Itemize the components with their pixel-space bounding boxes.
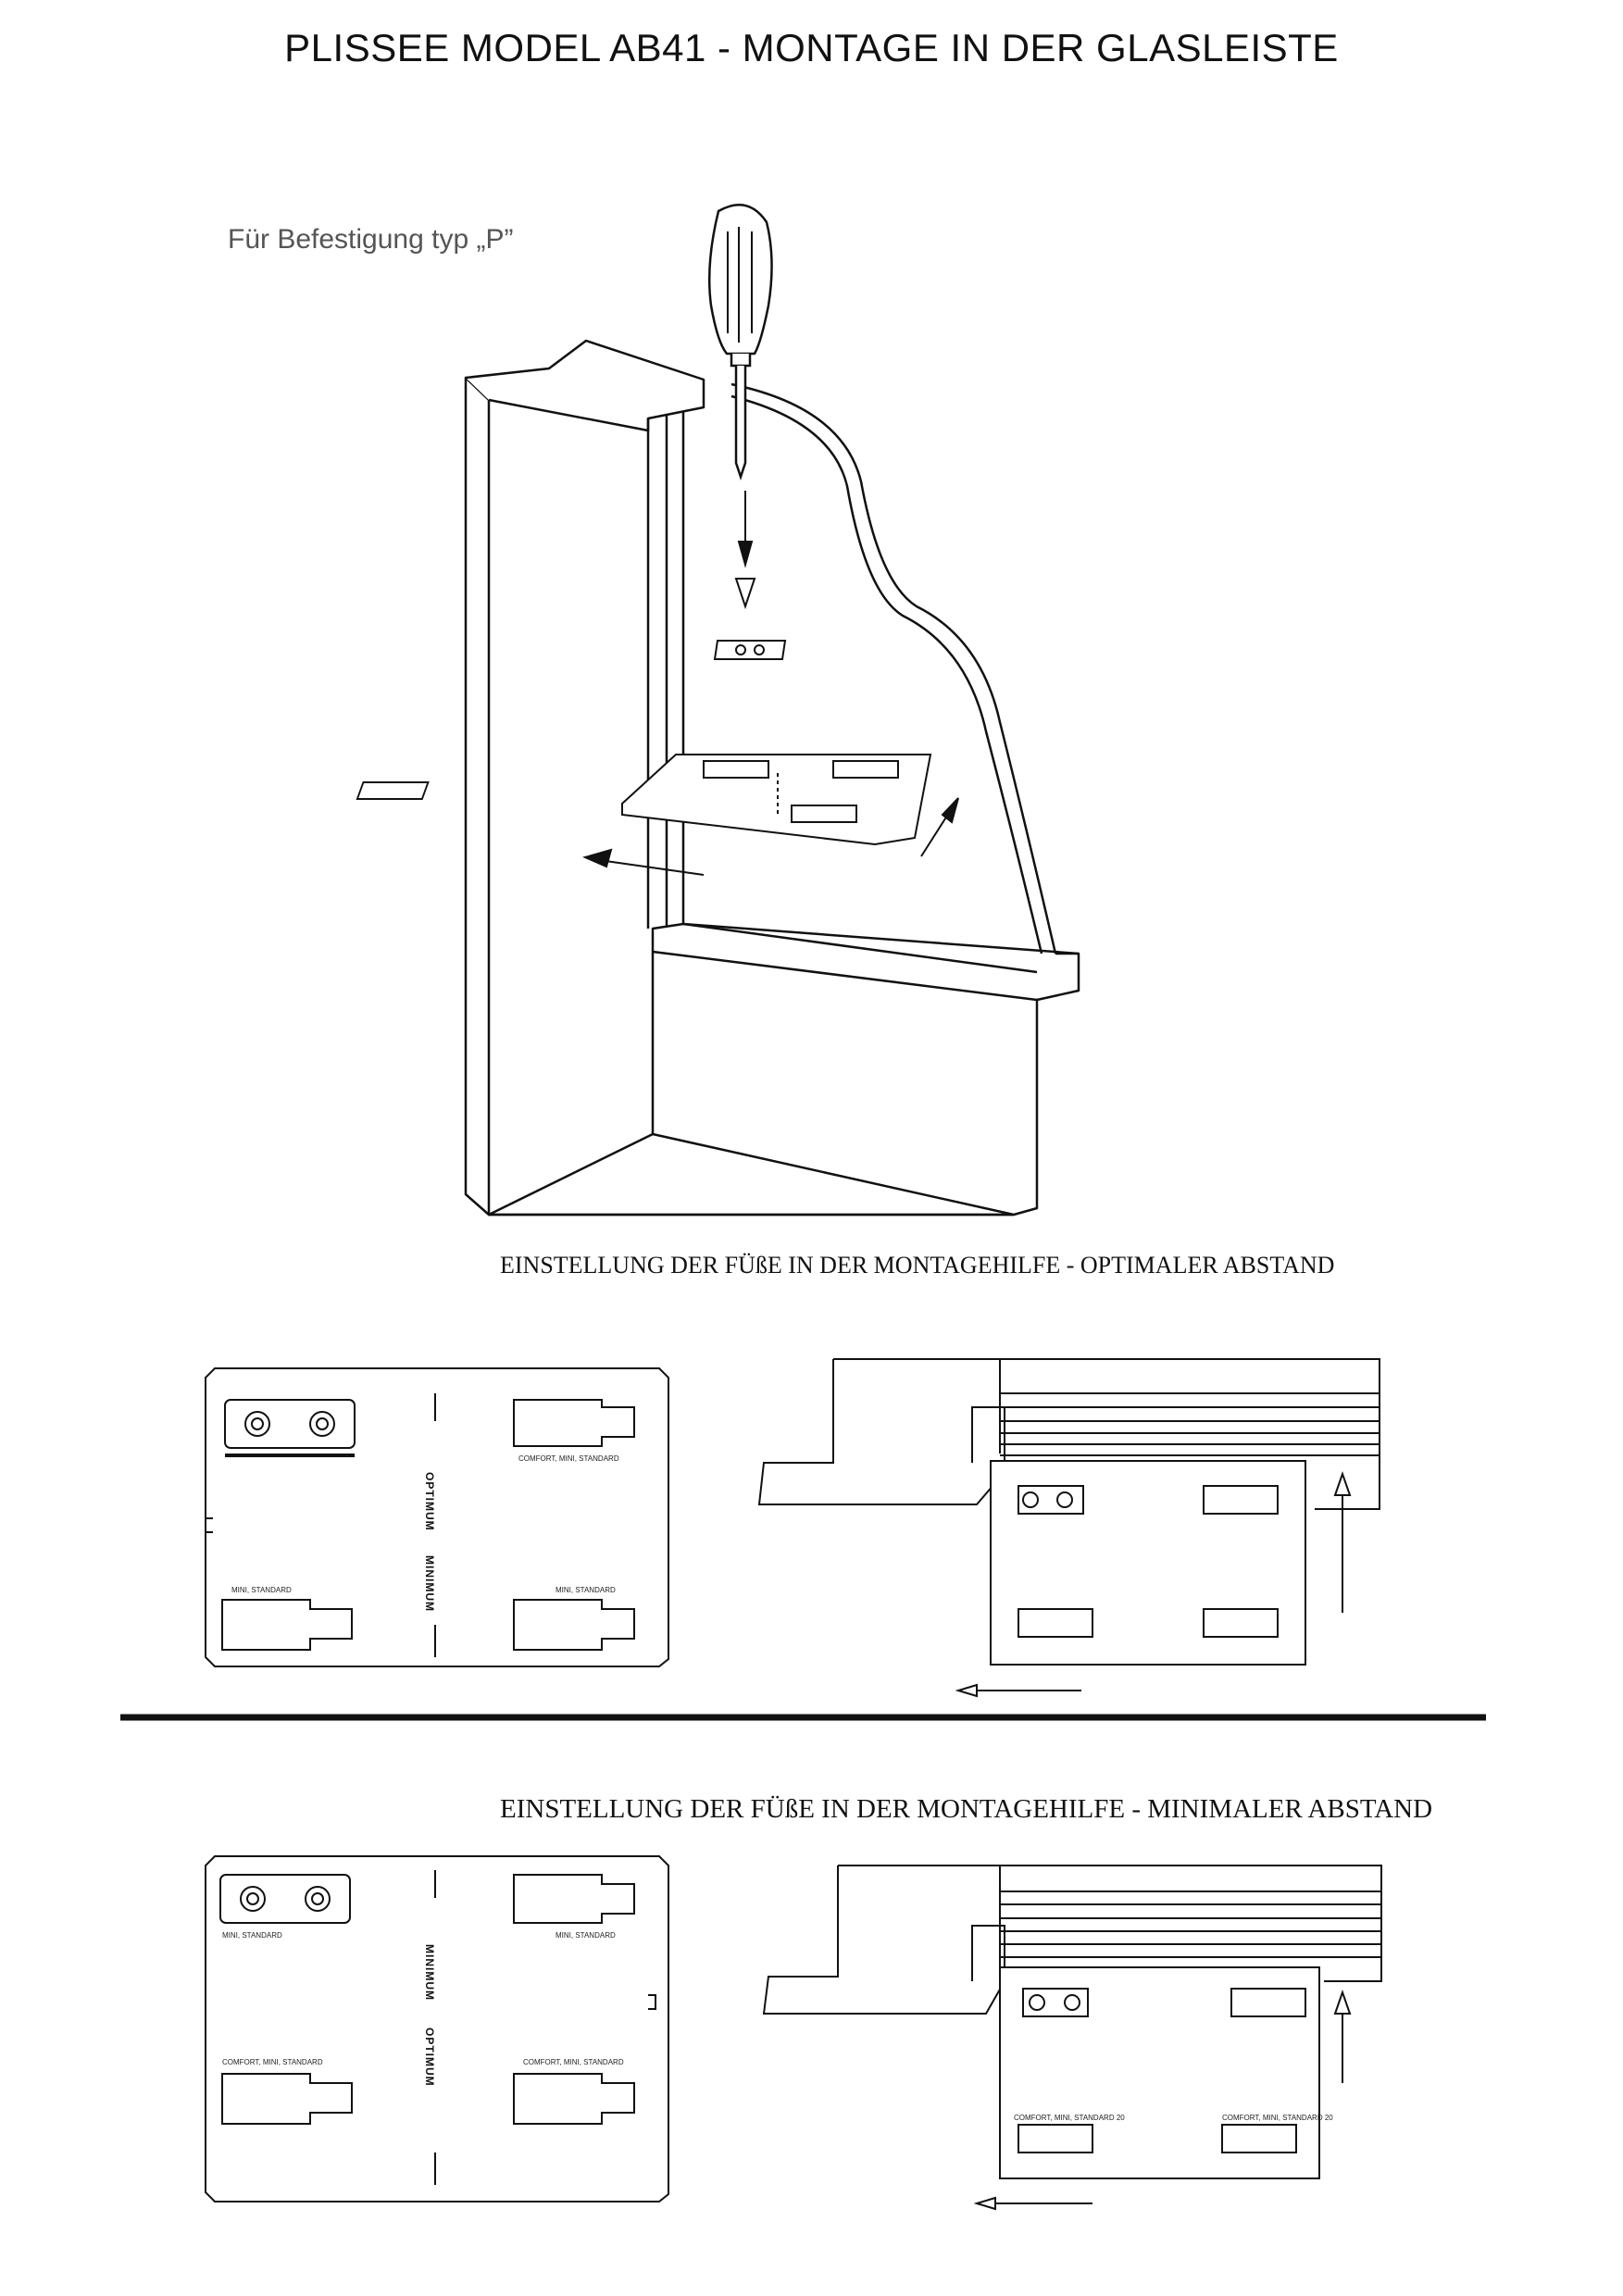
optimal-top-right-foot-label: COMFORT, MINI, STANDARD (518, 1454, 619, 1463)
optimal-bottom-right-foot-label: MINI, STANDARD (556, 1586, 616, 1594)
screw-icon (734, 578, 756, 610)
optimal-optimum-label: OPTIMUM (423, 1472, 436, 1531)
window-frame-illustration (464, 339, 1080, 1217)
page-title: PLISSEE MODEL AB41 - MONTAGE IN DER GLAS… (284, 26, 1339, 69)
screwdriver-icon (707, 204, 773, 480)
minimal-template-diagram (205, 1855, 669, 2202)
mounting-template-plate (356, 754, 932, 846)
minimal-minimum-label: MINIMUM (423, 1944, 436, 2001)
minimal-frame-foot-label-right: COMFORT, MINI, STANDARD 20 (1222, 2114, 1333, 2122)
screw-parts (713, 491, 787, 660)
minimal-bottom-right-foot-label: COMFORT, MINI, STANDARD (523, 2058, 624, 2066)
minimal-top-right-foot-label: MINI, STANDARD (556, 1931, 616, 1940)
minimal-optimum-label: OPTIMUM (423, 2028, 436, 2087)
fixing-type-caption: Für Befestigung typ „P” (228, 224, 514, 255)
insertion-arrows (582, 797, 959, 876)
minimal-bottom-left-foot-label: COMFORT, MINI, STANDARD (222, 2058, 323, 2066)
optimal-template-diagram (205, 1367, 669, 1667)
minimal-frame-diagram (762, 1865, 1382, 2211)
optimal-bottom-left-foot-label: MINI, STANDARD (231, 1586, 292, 1594)
optimal-frame-diagram (757, 1358, 1380, 1698)
mounting-clip-icon (713, 640, 787, 660)
optimal-minimum-label: MINIMUM (423, 1555, 436, 1612)
optimal-section-heading: EINSTELLUNG DER FÜßE IN DER MONTAGEHILFE… (500, 1252, 1335, 1279)
minimal-frame-foot-label-left: COMFORT, MINI, STANDARD 20 (1014, 2114, 1125, 2122)
minimal-section-heading: EINSTELLUNG DER FÜßE IN DER MONTAGEHILFE… (500, 1794, 1433, 1824)
minimal-top-left-foot-label: MINI, STANDARD (222, 1931, 282, 1940)
